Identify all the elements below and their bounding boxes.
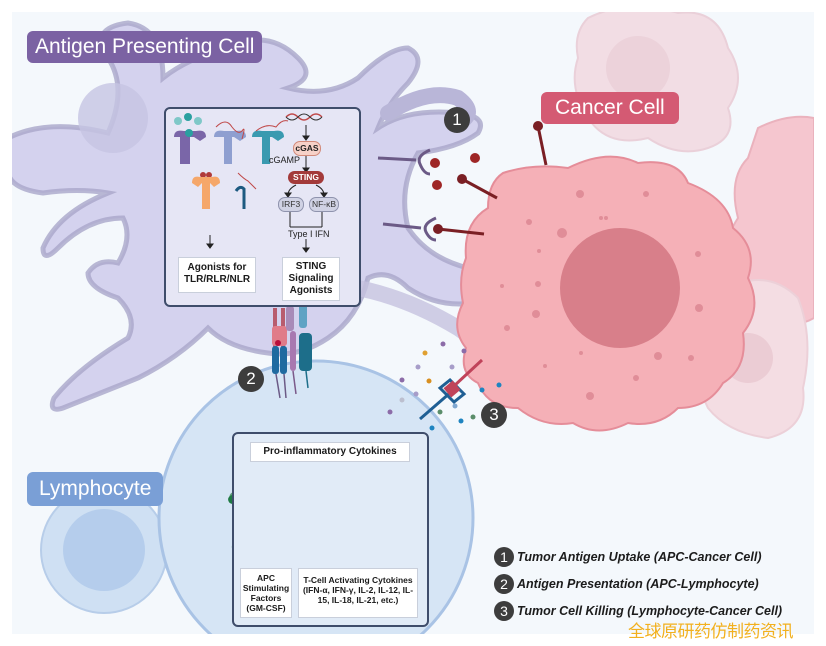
cgas-node: cGAS	[293, 141, 321, 156]
cancer-cell	[456, 155, 756, 432]
sting-node: STING	[288, 171, 324, 184]
lymphocyte-label: Lymphocyte	[27, 472, 164, 506]
legend-item-1: 1 Tumor Antigen Uptake (APC-Cancer Cell)	[494, 547, 761, 567]
cytokines-title: Pro-inflammatory Cytokines	[250, 442, 410, 462]
legend-text-3: Tumor Cell Killing (Lymphocyte-Cancer Ce…	[517, 604, 783, 618]
type-i-ifn-label: Type I IFN	[288, 229, 330, 239]
cytokine-panel: Pro-inflammatory Cytokines APC Stimulati…	[232, 432, 429, 627]
dna-icon	[285, 113, 323, 121]
pathway-arrows	[206, 125, 328, 253]
bg-cancer-cell-top	[573, 12, 739, 153]
legend-text-1: Tumor Antigen Uptake (APC-Cancer Cell)	[517, 550, 762, 564]
dna-sensor-icon	[234, 172, 257, 209]
receptor-illustrations	[174, 113, 328, 253]
nlr-receptor-icon	[252, 120, 289, 164]
antigen-presentation-complex	[272, 303, 312, 399]
cgamp-label: cGAMP	[269, 155, 301, 165]
figure-canvas: Antigen Presenting Cell Cancer Cell Lymp…	[12, 12, 814, 634]
t-cell-cytokines-box: T-Cell Activating Cytokines (IFN-α, IFN-…	[298, 568, 418, 618]
sting-agonists-box: STING Signaling Agonists	[282, 257, 340, 301]
legend-text-2: Antigen Presentation (APC-Lymphocyte)	[517, 577, 759, 591]
antigen-uptake	[377, 121, 548, 242]
legend-badge-2: 2	[494, 574, 514, 594]
apc-mechanism-panel: cGAS cGAMP STING IRF3 NF-κB Type I IFN A…	[164, 107, 361, 307]
apc-label: Antigen Presenting Cell	[27, 31, 263, 63]
legend-item-2: 2 Antigen Presentation (APC-Lymphocyte)	[494, 574, 759, 594]
tlr-receptor-icon	[174, 113, 206, 164]
irf3-node: IRF3	[278, 197, 304, 212]
step-badge-1: 1	[444, 107, 470, 133]
legend-badge-1: 1	[494, 547, 514, 567]
step-badge-2: 2	[238, 366, 264, 392]
apc-stimulating-factors-box: APC Stimulating Factors (GM-CSF)	[240, 568, 292, 618]
cancer-cell-label: Cancer Cell	[541, 92, 679, 124]
tlr-agonists-box: Agonists for TLR/RLR/NLR	[178, 257, 256, 293]
orange-receptor-icon	[192, 172, 220, 209]
legend-badge-3: 3	[494, 601, 514, 621]
rlr-receptor-icon	[214, 121, 246, 164]
tumor-killing-complex	[387, 341, 502, 431]
nfkb-node: NF-κB	[309, 197, 339, 212]
watermark: 全球原研药仿制药资讯	[628, 622, 794, 642]
step-badge-3: 3	[481, 402, 507, 428]
legend-item-3: 3 Tumor Cell Killing (Lymphocyte-Cancer …	[494, 601, 782, 621]
